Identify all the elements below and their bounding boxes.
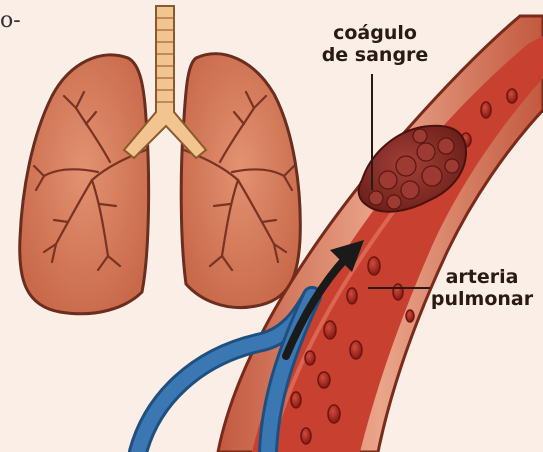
corner-text-fragment: o-	[0, 8, 21, 33]
right-lung	[181, 54, 300, 308]
artery-label-line2: pulmonar	[426, 288, 538, 310]
clot-label-line2: de sangre	[320, 44, 430, 66]
clot-label-line1: coágulo	[320, 22, 430, 44]
clot-label: coágulo de sangre	[320, 22, 430, 66]
left-lung	[20, 55, 149, 314]
artery-label-line1: arteria	[426, 266, 538, 288]
artery-label: arteria pulmonar	[426, 266, 538, 310]
